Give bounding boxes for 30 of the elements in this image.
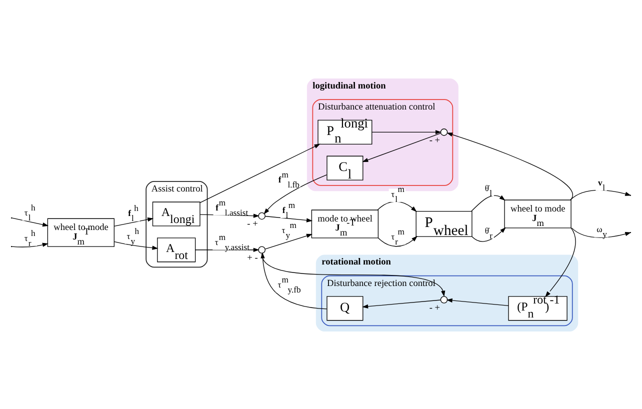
arrow xyxy=(571,227,632,238)
arrow xyxy=(378,235,418,246)
arrow xyxy=(200,143,320,202)
arrow xyxy=(114,216,154,226)
arrow xyxy=(545,227,576,297)
arrow xyxy=(470,194,506,212)
arrow xyxy=(446,298,509,306)
node-circle xyxy=(440,296,448,303)
arrow xyxy=(264,215,313,222)
node-label: + - xyxy=(247,253,258,264)
node-label: - + xyxy=(429,303,440,314)
node-circle xyxy=(440,128,448,136)
arrow xyxy=(377,200,417,212)
arrow xyxy=(261,253,446,296)
arrow xyxy=(362,132,442,162)
arrow xyxy=(11,217,49,226)
node-label: - + xyxy=(429,135,440,146)
arrow xyxy=(260,252,328,309)
arrow xyxy=(114,240,158,250)
node-box: Q xyxy=(326,296,364,320)
node-label: - + xyxy=(247,219,258,230)
node-circle xyxy=(258,212,266,220)
node-circle xyxy=(258,246,266,254)
arrow xyxy=(472,226,506,242)
arrow xyxy=(446,132,574,200)
arrow xyxy=(372,130,442,134)
arrow xyxy=(570,189,632,200)
arrow xyxy=(11,242,48,247)
arrow xyxy=(264,233,312,249)
arrow xyxy=(362,299,441,308)
